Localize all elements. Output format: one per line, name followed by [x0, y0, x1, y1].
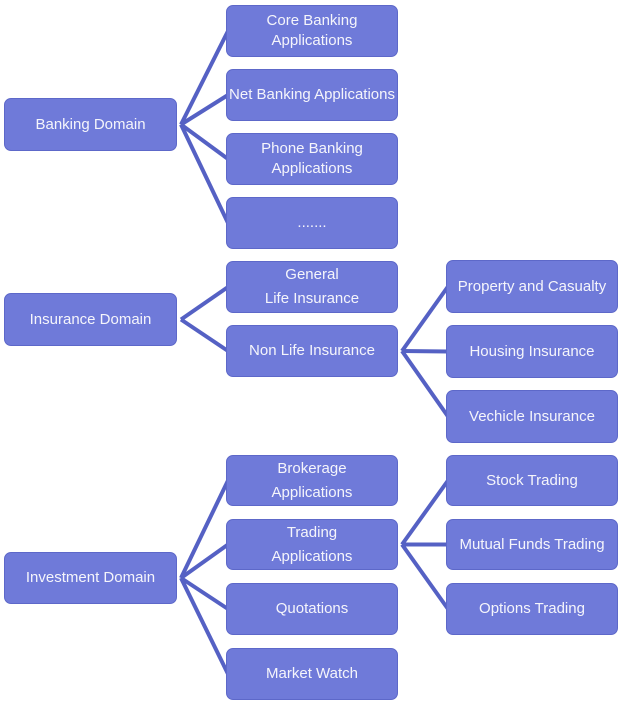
connector-line	[179, 30, 230, 126]
node-trading-applications: Trading Applications	[226, 519, 398, 570]
node-non-life-insurance-label: Non Life Insurance	[249, 342, 375, 359]
node-core-banking-applications: Core Banking Applications	[226, 5, 398, 57]
node-banking-domain: Banking Domain	[4, 98, 177, 151]
connector-line	[179, 317, 230, 353]
connector-line	[401, 349, 449, 354]
node-brokerage-applications: Brokerage Applications	[226, 455, 398, 506]
node-phone-banking-applications: Phone Banking Applications	[226, 133, 398, 185]
node-banking-ellipsis-label: .......	[297, 214, 327, 231]
connector-line	[179, 576, 230, 611]
node-insurance-domain: Insurance Domain	[4, 293, 177, 346]
connector-line	[179, 285, 230, 322]
node-insurance-domain-label: Insurance Domain	[29, 310, 152, 328]
node-options-trading: Options Trading	[446, 583, 618, 635]
node-banking-ellipsis: .......	[226, 197, 398, 249]
node-vechicle-insurance: Vechicle Insurance	[446, 390, 618, 443]
node-net-banking-applications-label: Net Banking Applications	[229, 86, 395, 103]
node-housing-insurance: Housing Insurance	[446, 325, 618, 378]
node-housing-insurance-label: Housing Insurance	[469, 342, 595, 360]
connector-line	[400, 543, 450, 611]
node-mutual-funds-trading: Mutual Funds Trading	[446, 519, 618, 570]
connector-line	[179, 577, 230, 675]
node-options-trading-label: Options Trading	[479, 600, 585, 617]
node-non-life-insurance: Non Life Insurance	[226, 325, 398, 377]
node-general-life-insurance-label: General Life Insurance	[264, 266, 360, 307]
node-property-and-casualty: Property and Casualty	[446, 260, 618, 313]
node-market-watch: Market Watch	[226, 648, 398, 700]
node-mutual-funds-trading-label: Mutual Funds Trading	[459, 535, 605, 553]
node-stock-trading-label: Stock Trading	[486, 471, 578, 489]
connector-line	[179, 122, 230, 161]
connector-line	[400, 285, 450, 353]
node-property-and-casualty-label: Property and Casualty	[457, 277, 607, 295]
connector-line	[179, 542, 230, 580]
node-stock-trading: Stock Trading	[446, 455, 618, 506]
node-general-life-insurance: General Life Insurance	[226, 261, 398, 313]
node-investment-domain: Investment Domain	[4, 552, 177, 604]
node-quotations-label: Quotations	[275, 600, 349, 617]
node-market-watch-label: Market Watch	[266, 665, 358, 682]
node-quotations: Quotations	[226, 583, 398, 635]
connector-line	[400, 349, 450, 418]
node-investment-domain-label: Investment Domain	[25, 569, 156, 586]
node-brokerage-applications-label: Brokerage Applications	[271, 459, 353, 501]
connector-line	[179, 479, 230, 579]
node-vechicle-insurance-label: Vechicle Insurance	[469, 407, 595, 425]
node-net-banking-applications: Net Banking Applications	[226, 69, 398, 121]
node-core-banking-applications-label: Core Banking Applications	[266, 12, 358, 49]
node-banking-domain-label: Banking Domain	[35, 115, 146, 133]
connector-line	[179, 123, 230, 224]
connector-line	[179, 93, 230, 127]
node-trading-applications-label: Trading Applications	[271, 523, 353, 565]
connector-line	[400, 479, 450, 546]
node-phone-banking-applications-label: Phone Banking Applications	[261, 140, 363, 177]
